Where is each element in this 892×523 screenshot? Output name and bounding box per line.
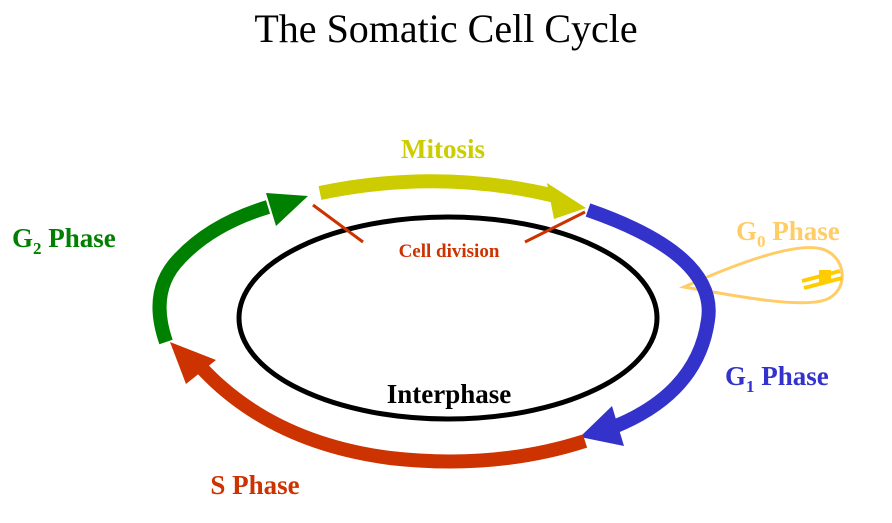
- g2-arrow: [152, 193, 308, 345]
- mitosis-label: Mitosis: [401, 134, 485, 164]
- page-title: The Somatic Cell Cycle: [254, 6, 637, 51]
- mitosis-arrow: [318, 174, 586, 219]
- g0-loop: [678, 246, 844, 305]
- interphase-label: Interphase: [387, 379, 512, 409]
- cell-division-line-left: [312, 203, 364, 244]
- g1-arrow: [580, 203, 716, 446]
- cell-division-line-right: [524, 210, 586, 244]
- s-phase-arrow: [170, 342, 588, 469]
- g0-phase-label: G0 Phase: [736, 216, 840, 251]
- s-phase-label: S Phase: [210, 470, 299, 500]
- interphase-ring: [236, 214, 660, 422]
- g2-phase-label: G2 Phase: [12, 223, 116, 258]
- cell-division-label: Cell division: [399, 241, 500, 262]
- g1-phase-label: G1 Phase: [725, 361, 829, 396]
